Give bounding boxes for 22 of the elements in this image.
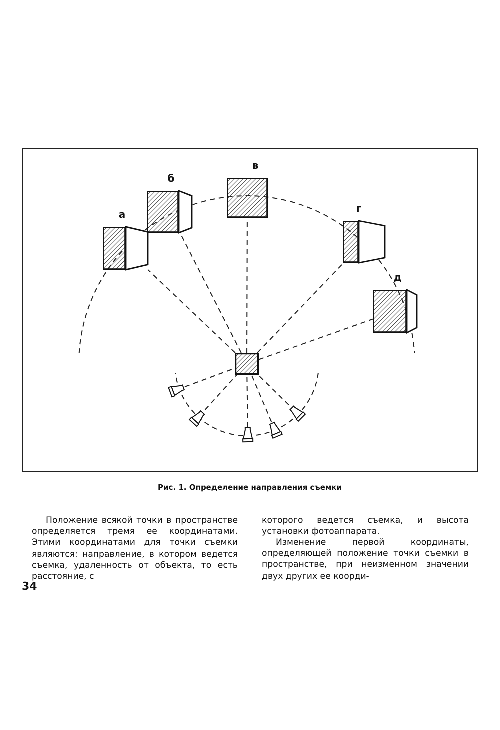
view-letter: в (252, 161, 259, 173)
page-number: 34 (22, 580, 38, 593)
camera-icon (267, 422, 283, 438)
view-letter: б (168, 174, 175, 186)
dashed-line (204, 374, 238, 410)
dashed-line (257, 262, 344, 354)
view-letter: д (394, 273, 402, 285)
dashed-line (251, 374, 272, 422)
camera-icon (190, 410, 206, 426)
body-paragraph: которого ведется съемка, и высота установки фотоаппарата. (262, 516, 469, 538)
camera-icon (240, 427, 256, 443)
body-paragraph: Положение всякой точки в пространстве определяется тремя ее координатами. Этими координатами для точки съемки являются: направление, в котором ведется съемка, удаленность от объекта, то есть расстояние, с (32, 516, 238, 582)
view-letter: а (118, 210, 126, 222)
dashed-line (258, 318, 374, 360)
dashed-line (258, 374, 290, 406)
camera-icon (169, 382, 185, 398)
view-letter: г (356, 204, 362, 216)
camera-icon (289, 405, 305, 421)
hatched-object-square (235, 353, 259, 375)
dashed-line (246, 374, 248, 428)
body-paragraph: Изменение первой координаты, определяющей положение точки съемки в пространстве, при неизменном значении двух других ее коорди- (262, 538, 469, 583)
dashed-line (148, 269, 236, 354)
